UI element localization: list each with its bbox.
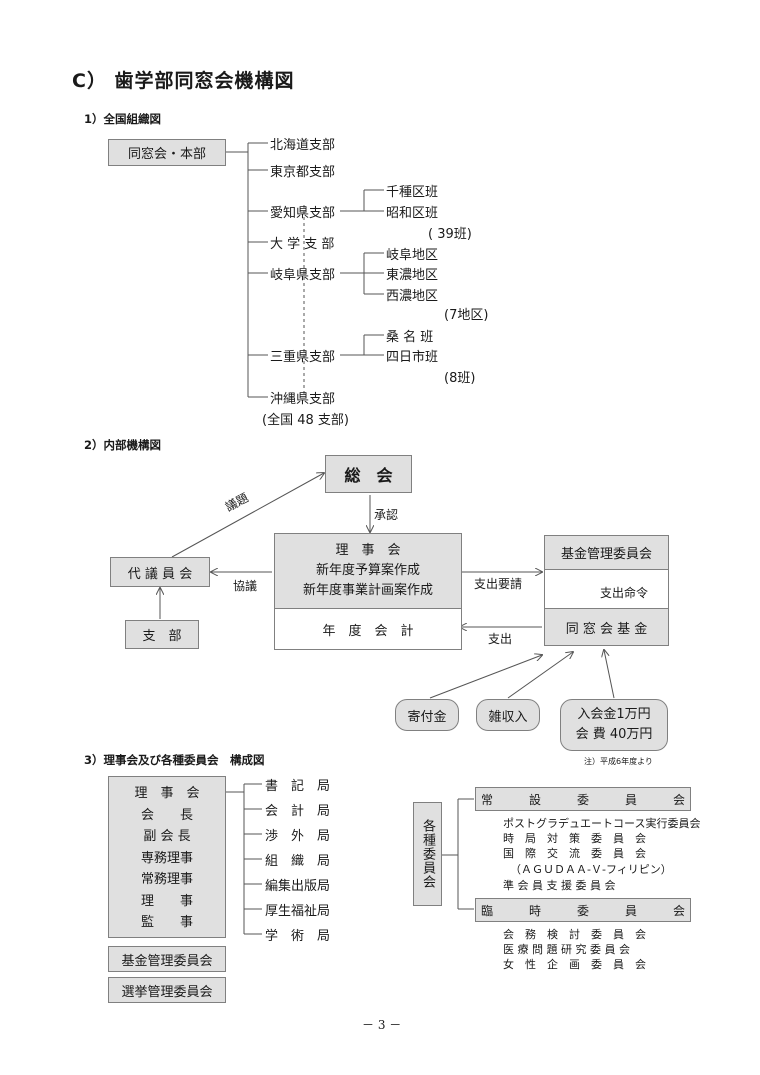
committee-medical-issues: 医 療 問 題 研 究 委 員 会 (503, 943, 630, 956)
hq-box: 同窓会・本部 (108, 139, 226, 166)
board-title: 理 事 会 (335, 543, 401, 558)
member-managing-director: 常務理事 (140, 872, 193, 887)
general-meeting-label: 総 会 (344, 466, 393, 485)
delegates-box: 代 議 員 会 (110, 557, 210, 587)
committee-agudaa: （ＡＧＵＤＡＡ-Ｖ-フィリピン） (510, 863, 672, 876)
mie-sub-yokkaichi: 四日市班 (386, 350, 439, 365)
committee-affairs-review: 会 務 検 討 委 員 会 (503, 928, 646, 941)
member-director: 理 事 (140, 893, 193, 909)
fund-box: 同 窓 会 基 金 (544, 608, 669, 646)
fund-committee-box-2: 基金管理委員会 (108, 946, 226, 972)
election-committee-label: 選挙管理委員会 (121, 984, 213, 1000)
order-label: 支出命令 (600, 586, 649, 600)
aichi-sub-chikusa: 千種区班 (386, 185, 439, 200)
expense-label: 支出 (488, 632, 513, 646)
fund-committee-label: 基金管理委員会 (560, 547, 652, 562)
total-branches: (全国 48 支部) (262, 413, 349, 428)
bureau-academic: 学 術 局 (265, 929, 331, 944)
general-meeting-box: 総 会 (325, 455, 412, 493)
committees-label: 各種委員会 (420, 819, 435, 889)
standing-committee-title: 常 設 委 員 会 (480, 792, 685, 807)
member-vice-president: 副 会 長 (143, 829, 191, 844)
donation-box: 寄付金 (395, 699, 459, 731)
gifu-sub-seino: 西濃地区 (386, 289, 439, 304)
aichi-note: ( 39班) (428, 227, 472, 242)
fiscal-box: 年 度 会 計 (274, 608, 462, 650)
request-label: 支出要請 (474, 577, 523, 591)
branch-gifu: 岐阜県支部 (270, 268, 336, 283)
committee-current-affairs: 時 局 対 策 委 員 会 (503, 832, 646, 845)
fund-committee-box: 基金管理委員会 (544, 535, 669, 570)
fiscal-label: 年 度 会 計 (322, 623, 414, 639)
page-number: － 3 － (362, 1018, 402, 1032)
election-committee-box: 選挙管理委員会 (108, 977, 226, 1003)
branch-label: 支 部 (142, 629, 182, 644)
branch-university: 大 学 支 部 (270, 237, 335, 252)
admission-fee: 入会金1万円 (577, 707, 651, 722)
temporary-committee-title: 臨 時 委 員 会 (480, 903, 685, 918)
fund-order-box (544, 570, 669, 608)
branch-tokyo: 東京都支部 (270, 165, 336, 180)
bureau-publishing: 編集出版局 (265, 879, 331, 894)
aichi-sub-showa: 昭和区班 (386, 206, 439, 221)
bureau-external: 渉 外 局 (265, 829, 331, 844)
board-plan: 新年度事業計画案作成 (302, 583, 433, 598)
annual-fee: 会 費 40万円 (575, 727, 653, 742)
misc-income-box: 雑収入 (476, 699, 540, 731)
mie-sub-kuwana: 桑 名 班 (386, 330, 434, 345)
committee-women-planning: 女 性 企 画 委 員 会 (503, 958, 646, 971)
hq-label: 同窓会・本部 (127, 147, 206, 162)
branch-box: 支 部 (125, 620, 199, 649)
standing-committee-box: 常 設 委 員 会 (475, 787, 691, 811)
temporary-committee-box: 臨 時 委 員 会 (475, 898, 691, 922)
member-executive-director: 専務理事 (140, 850, 193, 866)
section2-heading: 2）内部機構図 (84, 438, 162, 452)
approval-label: 承認 (374, 508, 399, 522)
committee-associate-support: 準 会 員 支 援 委 員 会 (503, 879, 616, 892)
donation-label: 寄付金 (407, 709, 447, 725)
bureau-accounting: 会 計 局 (265, 804, 331, 819)
page-title: C） 歯学部同窓会機構図 (72, 70, 295, 92)
branch-okinawa: 沖縄県支部 (270, 392, 336, 407)
committee-postgraduate: ポストグラデュエートコース実行委員会 (503, 817, 701, 830)
fees-box: 入会金1万円 会 費 40万円 (560, 699, 668, 751)
section3-heading: 3）理事会及び各種委員会 構成図 (84, 753, 265, 767)
committee-international: 国 際 交 流 委 員 会 (503, 847, 646, 860)
member-auditor: 監 事 (140, 915, 193, 930)
fund-label: 同 窓 会 基 金 (565, 621, 648, 637)
delegates-label: 代 議 員 会 (127, 566, 193, 582)
bureau-welfare: 厚生福祉局 (265, 904, 331, 919)
fund-committee-label-2: 基金管理委員会 (121, 953, 213, 969)
board-members-title: 理 事 会 (134, 786, 200, 801)
member-president: 会 長 (140, 807, 193, 823)
consult-label: 協議 (233, 579, 258, 593)
misc-income-label: 雑収入 (488, 709, 528, 725)
fee-note: 注）平成6年度より (584, 757, 653, 766)
gifu-note: (7地区) (444, 308, 489, 323)
branch-mie: 三重県支部 (270, 350, 336, 365)
bureau-organization: 組 織 局 (265, 854, 331, 869)
mie-note: (8班) (444, 371, 476, 386)
board-box: 理 事 会 新年度予算案作成 新年度事業計画案作成 (274, 533, 462, 608)
board-members-box: 理 事 会 会 長 副 会 長 専務理事 常務理事 理 事 監 事 (108, 776, 226, 938)
bureau-secretary: 書 記 局 (265, 779, 331, 794)
board-budget: 新年度予算案作成 (315, 563, 420, 578)
section1-heading: 1）全国組織図 (84, 112, 162, 126)
committees-box: 各種委員会 (413, 802, 442, 906)
gifu-sub-tono: 東濃地区 (386, 268, 439, 283)
gifu-sub-gifu: 岐阜地区 (386, 248, 439, 263)
branch-hokkaido: 北海道支部 (270, 138, 336, 153)
branch-aichi: 愛知県支部 (270, 206, 336, 221)
